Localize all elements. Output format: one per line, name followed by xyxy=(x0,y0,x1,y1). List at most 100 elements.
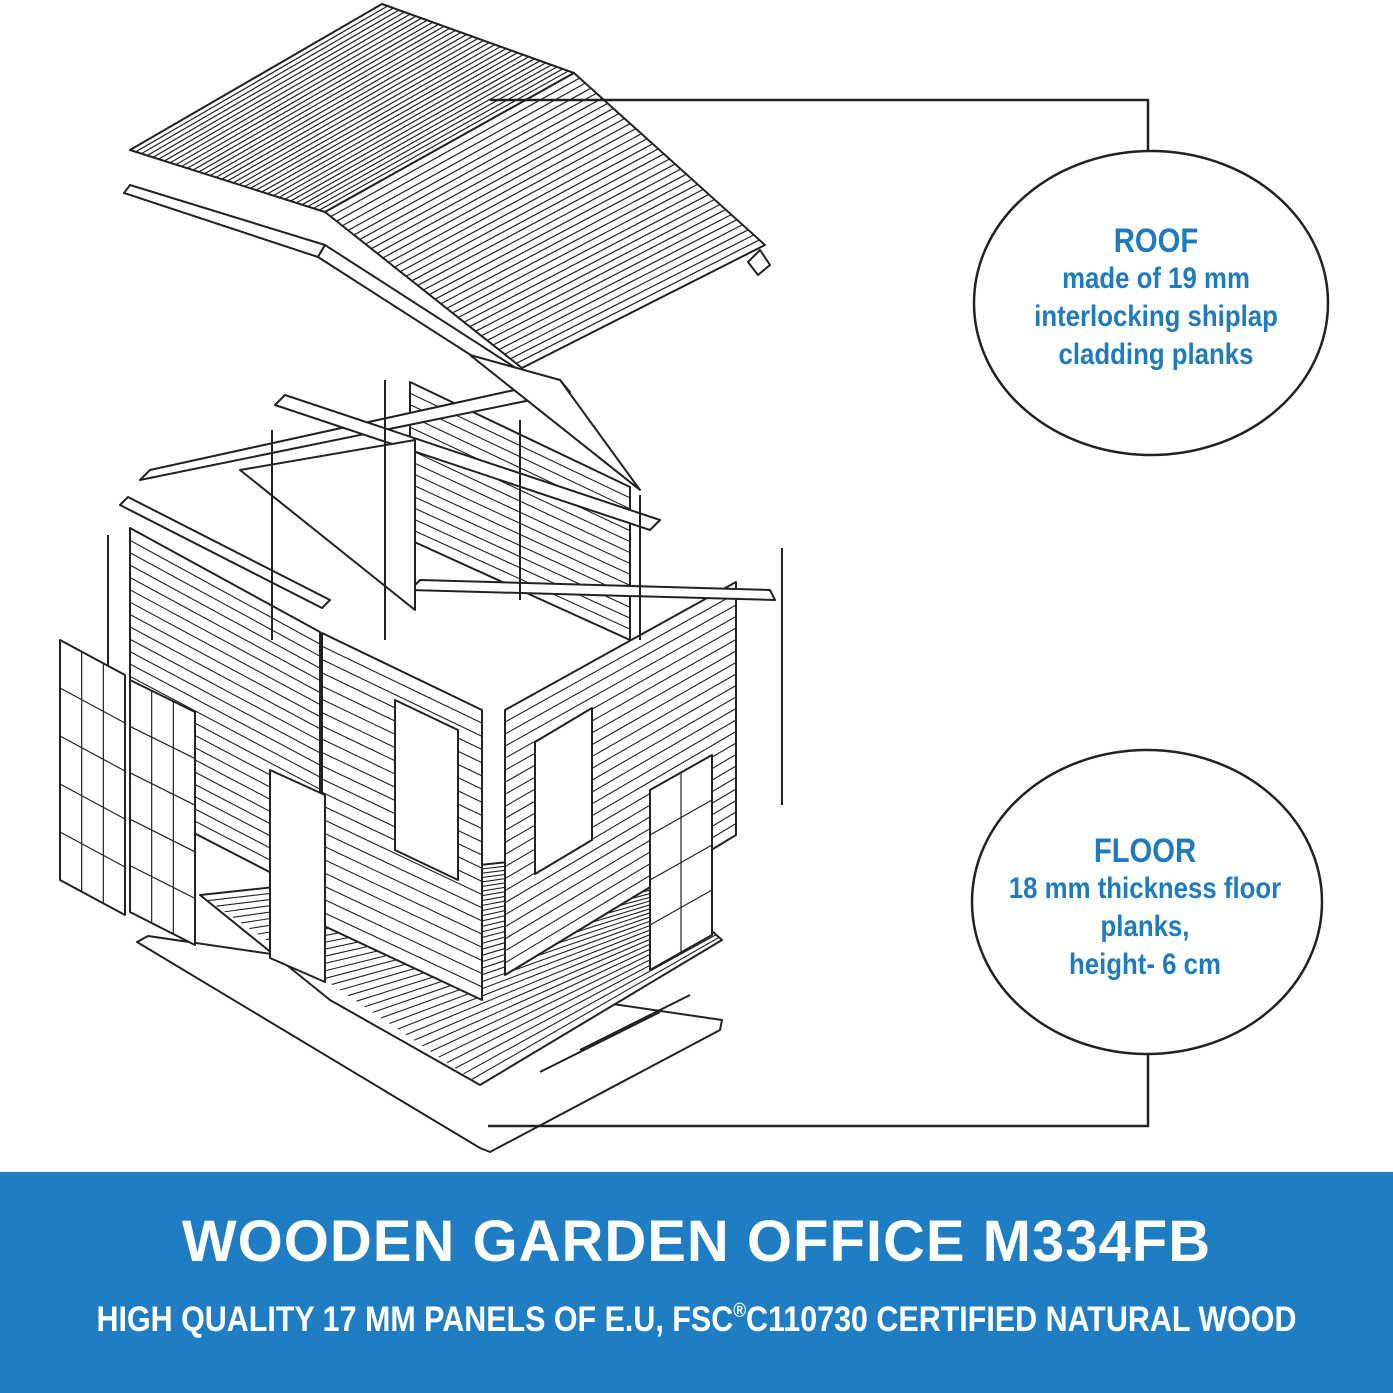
roof-plank-line xyxy=(290,60,541,202)
frame-beams xyxy=(107,354,783,805)
banner-subtitle: HIGH QUALITY 17 MM PANELS OF E.U, FSC®C1… xyxy=(91,1300,1303,1340)
door-left-leaf xyxy=(59,639,126,916)
floor-joist-1 xyxy=(539,1011,661,1073)
leader-lines xyxy=(488,98,1150,1128)
wall-plank-line xyxy=(504,616,737,747)
roof-plank-line xyxy=(342,87,592,227)
doors xyxy=(59,639,713,983)
wall-plank-line xyxy=(321,884,483,961)
door-right-grid xyxy=(129,690,196,934)
front-door-left xyxy=(269,769,326,983)
roof-fascia-end xyxy=(747,249,771,276)
floor-joist-2 xyxy=(579,994,691,1051)
door-pane-line xyxy=(129,772,196,806)
floor-callout-line-3: height- 6 cm xyxy=(1069,948,1221,981)
floor-plank-line xyxy=(405,915,696,1036)
door-pane-line xyxy=(59,831,126,868)
roof-plank-line xyxy=(227,37,479,182)
roof-plank-line xyxy=(284,58,535,200)
roof-plank-line xyxy=(498,224,743,351)
roof-plank-line xyxy=(371,112,620,250)
banner-title: WOODEN GARDEN OFFICE M334FB xyxy=(181,1209,1212,1274)
roof-plank-line xyxy=(405,143,653,277)
door-pane-line xyxy=(59,783,126,820)
roof-plank-line xyxy=(440,173,687,305)
roof-plank-line xyxy=(423,158,670,291)
door-pane-line xyxy=(129,725,196,760)
floor-callout-line-2: planks, xyxy=(1100,910,1190,943)
garden-office-drawing xyxy=(59,3,1330,1153)
roof-plank-line xyxy=(336,82,586,222)
roof-plank-line xyxy=(296,62,547,204)
door-pane-line xyxy=(649,889,713,926)
roof-plank-line xyxy=(261,50,513,193)
wall-plank-line xyxy=(129,539,321,645)
floor-callout-line-1: 18 mm thickness floor xyxy=(1008,872,1282,905)
roof-callout-line-1: made of 19 mm xyxy=(1062,262,1250,295)
wall-plank-line xyxy=(129,601,321,706)
floor-plank-line xyxy=(380,907,687,1019)
roof-plank-line xyxy=(307,66,558,208)
cross-beam-2 xyxy=(409,579,776,601)
roof-plank-line xyxy=(250,46,501,189)
roof-callout: ROOF made of 19 mm interlocking shiplap … xyxy=(1010,222,1302,374)
roof-plank-line xyxy=(192,25,445,171)
wall-plank-line xyxy=(321,911,483,988)
wall-plank-line xyxy=(129,638,321,742)
roof-plank-line xyxy=(273,54,524,197)
right-wall-window xyxy=(534,707,593,875)
roof-plank-line xyxy=(146,9,400,156)
wall-plank-line xyxy=(321,844,483,922)
wall-plank-line xyxy=(129,564,321,669)
front-wall-opening xyxy=(394,699,459,881)
roof-plank-line xyxy=(411,148,659,282)
door-right-leaf xyxy=(129,679,196,946)
top-plate-left xyxy=(119,496,331,609)
roof-plank-line xyxy=(446,178,693,309)
wall-plank-line xyxy=(321,897,483,975)
roof-plank-line xyxy=(169,17,422,164)
roof-plank-line xyxy=(181,21,434,167)
floor-plank-line xyxy=(471,936,720,1080)
roof-callout-line-3: cladding planks xyxy=(1058,338,1254,371)
wall-plank-line xyxy=(321,645,483,724)
roof-plank-line xyxy=(347,92,597,231)
wall-plank-line xyxy=(129,552,321,657)
front-door-right-grid xyxy=(649,772,713,953)
door-pane-line xyxy=(59,735,126,772)
roof-plank-line xyxy=(365,107,614,245)
roof-plank-line xyxy=(255,48,507,191)
cross-beam-1 xyxy=(274,394,661,531)
roof-plank-line xyxy=(457,188,704,319)
roof-plank-line xyxy=(429,163,676,296)
roof-plank-line xyxy=(504,229,749,355)
roof-plank-line xyxy=(221,35,473,180)
roof-plank-line xyxy=(152,11,405,158)
roof-callout-line-2: interlocking shiplap xyxy=(1034,300,1278,333)
roof-callout-title: ROOF xyxy=(1113,222,1199,260)
roof-plank-line xyxy=(198,27,451,173)
banner-subtitle-part-2: C110730 CERTIFIED NATURAL WOOD xyxy=(746,1300,1297,1339)
wall-plank-line xyxy=(129,589,321,693)
roof-plank-line xyxy=(463,193,710,323)
roof-panels xyxy=(123,3,771,385)
roof-plank-line xyxy=(481,209,726,337)
product-banner: WOODEN GARDEN OFFICE M334FB HIGH QUALITY… xyxy=(0,1172,1393,1393)
roof-plank-line xyxy=(238,42,490,186)
roof-left-planks xyxy=(135,5,569,211)
roof-plank-line xyxy=(232,40,484,184)
right-wall xyxy=(504,581,737,976)
wall-plank-line xyxy=(129,675,321,778)
gable-right xyxy=(469,354,641,491)
floor-callout-title: FLOOR xyxy=(1093,832,1197,870)
roof-plank-line xyxy=(388,128,637,263)
roof-plank-line xyxy=(209,31,462,177)
roof-plank-line xyxy=(175,19,428,166)
floor-plank-line xyxy=(397,913,693,1030)
wall-plank-line xyxy=(321,858,483,935)
roof-plank-line xyxy=(267,52,518,195)
floor-callout: FLOOR 18 mm thickness floor planks, heig… xyxy=(986,832,1304,984)
door-pane-line xyxy=(649,799,713,836)
roof-plank-line xyxy=(452,183,698,314)
roof-plank-line xyxy=(353,97,603,236)
